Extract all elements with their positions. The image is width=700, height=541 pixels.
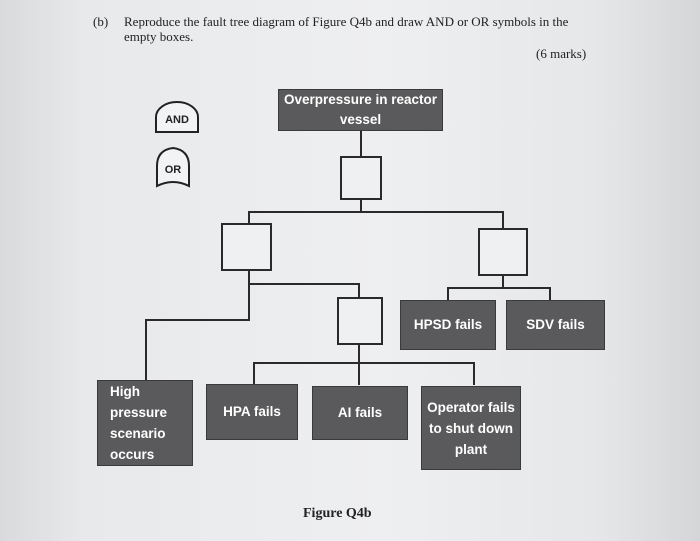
and-gate-icon: AND: [155, 101, 199, 133]
marks-label: (6 marks): [536, 46, 587, 61]
high-pressure-event-box: High pressure scenario occurs: [97, 380, 193, 466]
connector-line: [145, 319, 250, 321]
figure-caption: Figure Q4b: [303, 506, 372, 521]
connector-line: [549, 287, 551, 301]
question-text: Reproduce the fault tree diagram of Figu…: [124, 14, 569, 44]
empty-gate-box-right: [478, 228, 528, 276]
connector-line: [502, 274, 504, 288]
sdv-event-label: SDV fails: [526, 317, 585, 332]
connector-line: [253, 362, 255, 385]
connector-line: [248, 270, 250, 320]
top-event-label: Overpressure in reactor vessel: [283, 92, 438, 127]
operator-event-box: Operator fails to shut down plant: [421, 386, 521, 470]
or-gate-icon: OR: [156, 146, 190, 188]
sdv-event-box: SDV fails: [506, 300, 605, 350]
ai-event-label: AI fails: [337, 405, 383, 420]
or-gate-label: OR: [165, 164, 182, 176]
connector-line: [358, 343, 360, 363]
hpa-event-box: HPA fails: [206, 384, 298, 440]
connector-line: [473, 362, 475, 385]
connector-line: [145, 319, 147, 381]
operator-event-label: Operator fails to shut down plant: [427, 399, 515, 457]
and-gate-label: AND: [165, 114, 189, 126]
ai-event-box: AI fails: [312, 386, 408, 440]
connector-line: [358, 283, 360, 299]
connector-line: [360, 198, 362, 212]
connector-line: [358, 362, 360, 385]
connector-line: [502, 211, 504, 229]
hpsd-event-box: HPSD fails: [400, 300, 496, 350]
hpa-event-label: HPA fails: [223, 404, 281, 419]
empty-gate-box-left: [221, 223, 272, 271]
connector-line: [253, 362, 475, 364]
connector-line: [248, 283, 360, 285]
connector-line: [248, 211, 250, 225]
high-pressure-event-label: High pressure scenario occurs: [110, 384, 168, 462]
question-number: (b): [93, 14, 109, 29]
top-event-box: Overpressure in reactor vessel: [278, 89, 443, 131]
empty-gate-box-middle: [337, 297, 383, 345]
connector-line: [248, 211, 504, 213]
connector-line: [447, 287, 449, 301]
connector-line: [360, 130, 362, 158]
empty-gate-box-top: [340, 156, 382, 200]
hpsd-event-label: HPSD fails: [413, 317, 483, 332]
connector-line: [447, 287, 551, 289]
